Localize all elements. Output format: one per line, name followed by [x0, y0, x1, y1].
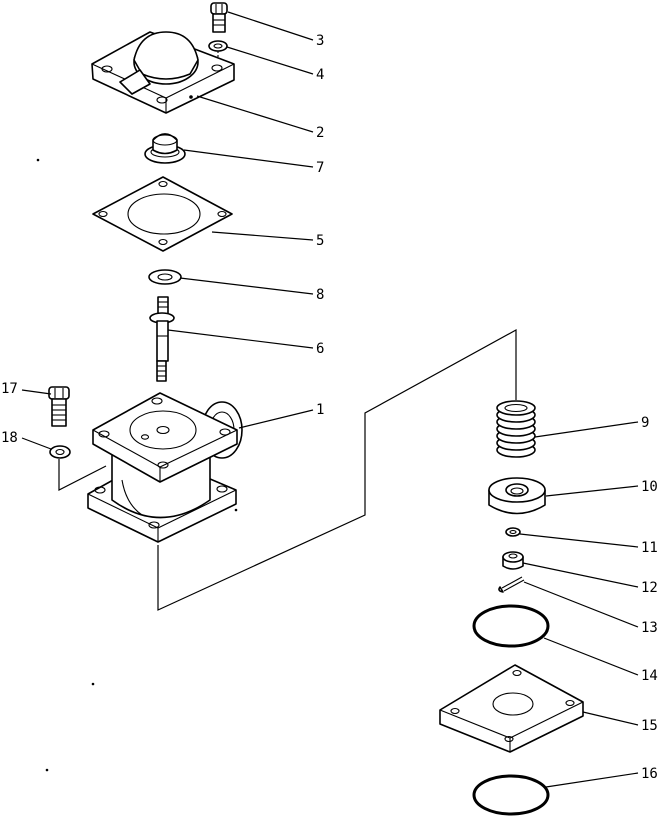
part-14-o-ring	[472, 604, 550, 648]
callout-11: 11	[641, 540, 658, 556]
part-18-washer	[49, 445, 71, 459]
callout-2: 2	[316, 125, 324, 141]
callout-17: 17	[1, 381, 18, 397]
part-5-diaphragm	[92, 176, 233, 252]
part-7-seal	[144, 133, 186, 164]
callout-3: 3	[316, 33, 324, 49]
assembly-lines	[58, 328, 517, 611]
part-3-bolt	[210, 2, 228, 33]
callout-13: 13	[641, 620, 658, 636]
callout-12: 12	[641, 580, 658, 596]
callout-14: 14	[641, 668, 658, 684]
callout-10: 10	[641, 479, 658, 495]
part-11-washer	[505, 527, 521, 537]
part-8-washer	[148, 269, 182, 285]
callout-18: 18	[1, 430, 18, 446]
callout-7: 7	[316, 160, 324, 176]
callout-1: 1	[316, 402, 324, 418]
part-13-pin	[498, 576, 525, 593]
callout-8: 8	[316, 287, 324, 303]
part-1-body	[87, 392, 243, 543]
callout-6: 6	[316, 341, 324, 357]
callout-9: 9	[641, 415, 649, 431]
part-15-plate	[439, 664, 584, 753]
part-10-seat	[488, 477, 546, 515]
part-4-washer	[208, 40, 228, 52]
part-17-bolt	[48, 386, 70, 427]
part-9-spring	[496, 400, 536, 458]
callout-16: 16	[641, 766, 658, 782]
part-2-cover	[91, 31, 235, 114]
scan-specks	[36, 158, 238, 772]
callout-4: 4	[316, 67, 324, 83]
callout-labels: 3 4 2 7 5 8 6 1 9 10 11 12 13 14 15 16 1…	[1, 33, 658, 782]
part-16-o-ring	[472, 774, 550, 816]
callout-5: 5	[316, 233, 324, 249]
callout-15: 15	[641, 718, 658, 734]
leader-lines	[21, 11, 639, 788]
part-6-stem	[149, 296, 175, 382]
part-12-nut	[502, 551, 524, 570]
